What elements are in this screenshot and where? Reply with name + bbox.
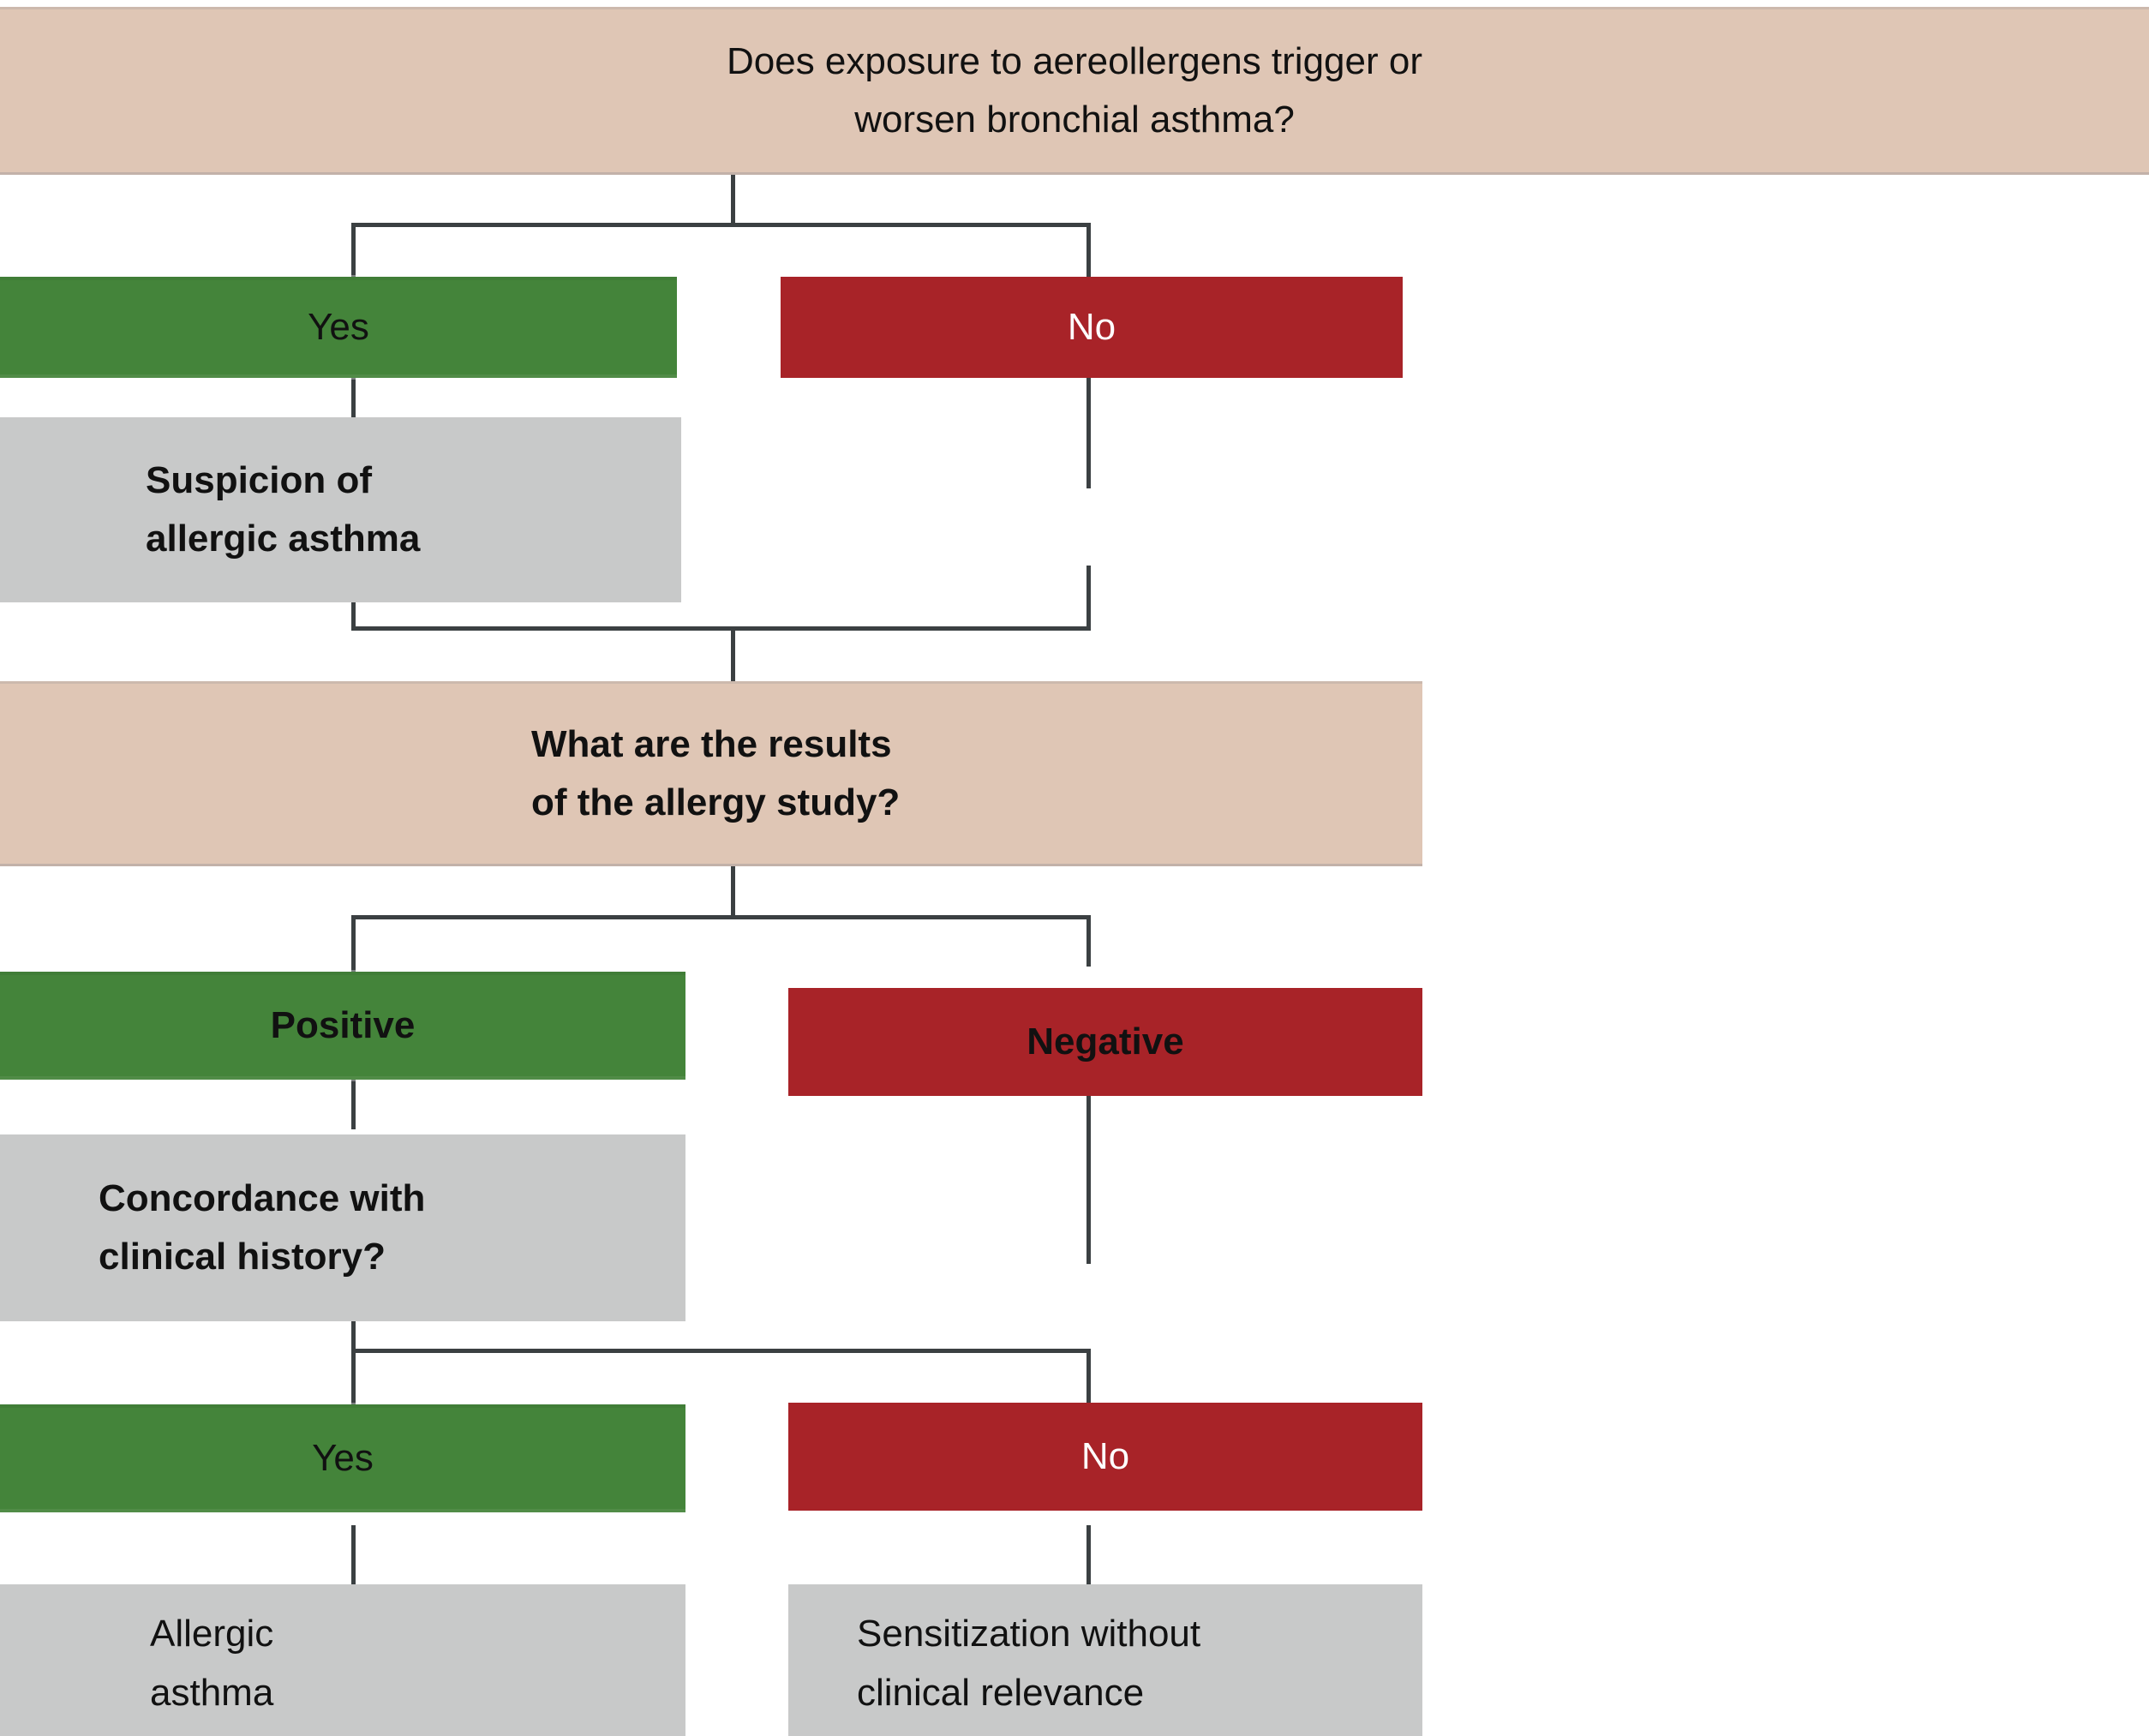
- connector-merge-bar: [351, 626, 1090, 631]
- connector-suspicion-to-merge: [351, 600, 356, 631]
- answer-label: Positive: [270, 1003, 416, 1046]
- connector-q3-branch-bar: [351, 1349, 1090, 1353]
- connector-q2-pos-drop: [351, 915, 356, 973]
- connector-positive-to-concordance: [351, 1080, 356, 1129]
- outcome-line-2: asthma: [150, 1671, 274, 1714]
- connector-q1-stem: [731, 171, 735, 226]
- question-line-1: What are the results: [531, 722, 892, 765]
- result-node-suspicion-allergic-asthma[interactable]: Suspicion of allergic asthma: [0, 417, 681, 602]
- answer-node-q2-negative[interactable]: Negative: [788, 988, 1422, 1096]
- result-node-concordance-clinical-history[interactable]: Concordance with clinical history?: [0, 1134, 685, 1321]
- connector-no-drop-upper: [1086, 377, 1091, 488]
- connector-no-drop-lower: [1086, 566, 1091, 631]
- answer-label: No: [1080, 1434, 1130, 1477]
- outcome-node-allergic-asthma[interactable]: Allergic asthma: [0, 1584, 685, 1736]
- connector-merge-to-q2: [731, 626, 735, 683]
- answer-label: Negative: [1027, 1020, 1184, 1063]
- connector-q1-yes-drop: [351, 223, 356, 278]
- outcome-line-2: clinical relevance: [857, 1671, 1145, 1714]
- answer-node-q2-positive[interactable]: Positive: [0, 972, 685, 1080]
- connector-yes-to-allergic: [351, 1525, 356, 1585]
- result-line-1: Concordance with: [99, 1176, 426, 1219]
- answer-node-q1-no[interactable]: No: [781, 277, 1403, 378]
- question-node-allergy-study-results[interactable]: What are the results of the allergy stud…: [0, 681, 1422, 866]
- connector-negative-to-sensitization: [1086, 1092, 1091, 1264]
- answer-label: No: [1067, 305, 1116, 348]
- answer-node-q3-yes[interactable]: Yes: [0, 1404, 685, 1512]
- connector-concordance-stem: [351, 1320, 356, 1352]
- outcome-node-sensitization-without-relevance[interactable]: Sensitization without clinical relevance: [788, 1584, 1422, 1736]
- outcome-line-1: Sensitization without: [857, 1613, 1201, 1655]
- question-line-2: of the allergy study?: [531, 781, 901, 823]
- connector-no-to-sensitization: [1086, 1525, 1091, 1585]
- result-line-1: Suspicion of: [146, 458, 372, 501]
- answer-label: Yes: [312, 1436, 374, 1479]
- result-line-2: allergic asthma: [146, 518, 421, 560]
- connector-q2-neg-drop: [1086, 915, 1091, 967]
- connector-q1-branch-bar: [351, 223, 1088, 227]
- connector-yes-to-suspicion: [351, 377, 356, 420]
- connector-q2-branch-bar: [351, 915, 1090, 919]
- connector-q3-no-drop: [1086, 1349, 1091, 1405]
- answer-node-q3-no[interactable]: No: [788, 1403, 1422, 1511]
- question-node-aeroallergen-exposure[interactable]: Does exposure to aereollergens trigger o…: [0, 7, 2149, 175]
- answer-node-q1-yes[interactable]: Yes: [0, 277, 677, 378]
- connector-q3-yes-drop: [351, 1349, 356, 1405]
- question-line-2: worsen bronchial asthma?: [854, 99, 1295, 141]
- outcome-line-1: Allergic: [150, 1613, 274, 1655]
- result-line-2: clinical history?: [99, 1236, 386, 1278]
- connector-q2-stem: [731, 865, 735, 919]
- question-line-1: Does exposure to aereollergens trigger o…: [726, 39, 1422, 82]
- answer-label: Yes: [308, 305, 369, 348]
- connector-q1-no-drop: [1086, 223, 1091, 278]
